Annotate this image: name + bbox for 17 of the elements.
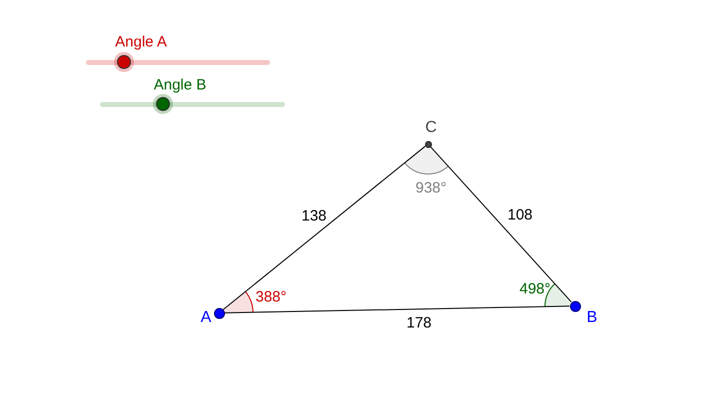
- side-length-label: 138: [301, 208, 327, 224]
- point: [214, 308, 224, 318]
- point: [424, 140, 432, 148]
- triangle-side: [224, 306, 570, 314]
- side-length-label: 108: [507, 208, 533, 222]
- point-label: A: [200, 310, 212, 326]
- point: [570, 300, 580, 312]
- angle-label: 938°: [415, 180, 447, 196]
- triangle-side: [222, 146, 426, 310]
- point-label: B: [586, 310, 598, 326]
- angle-label: 498°: [519, 282, 551, 296]
- slider-label: Angle A: [115, 34, 167, 50]
- angle-label: 388°: [255, 290, 287, 304]
- point-label: C: [425, 120, 437, 136]
- triangle-side: [430, 146, 572, 302]
- slider-label: Angle B: [154, 78, 206, 92]
- side-length-label: 178: [406, 316, 432, 330]
